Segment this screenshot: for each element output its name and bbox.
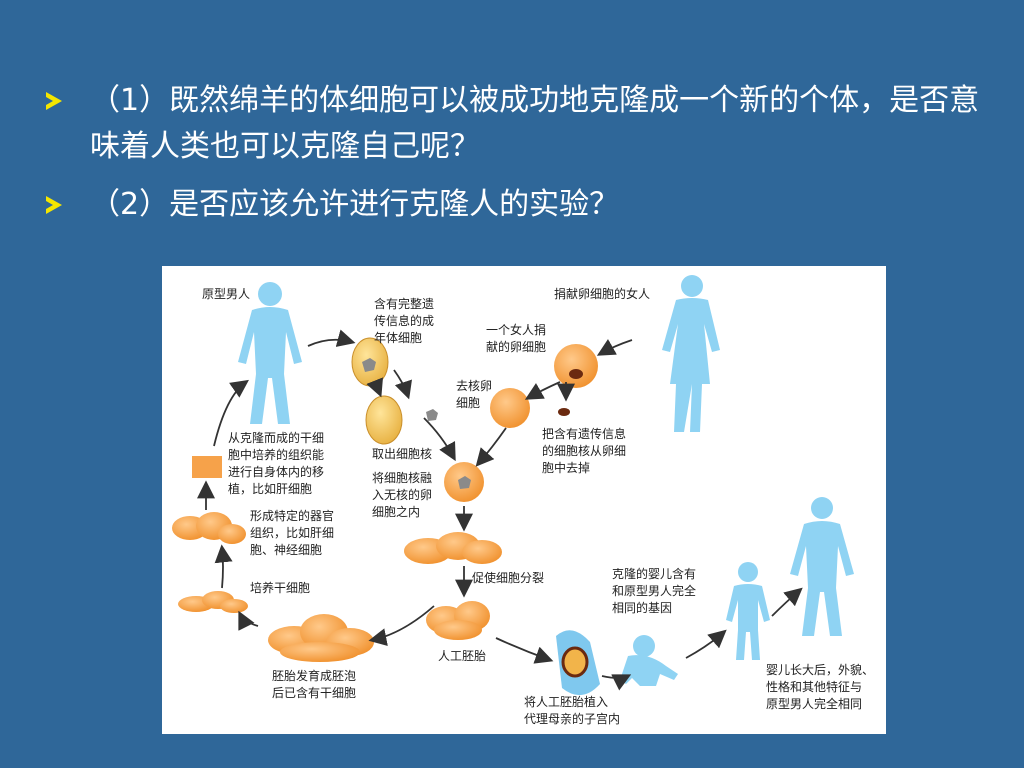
label-donated-egg: 一个女人捐 献的卵细胞 xyxy=(486,323,547,354)
bullet-arrow-icon xyxy=(46,196,62,214)
bullet-item-2: （2）是否应该允许进行克隆人的实验？ xyxy=(46,182,986,228)
label-adult-cell: 含有完整遗 传信息的成 年体细胞 xyxy=(374,297,435,345)
bullet-item-1: （1）既然绵羊的体细胞可以被成功地克隆成一个新的个体，是否意味着人类也可以克隆自… xyxy=(46,78,986,170)
artificial-embryo xyxy=(426,601,490,640)
label-stem-cell-tissue: 从克隆而成的干细 胞中培养的组织能 进行自身体内的移 植，比如肝细胞 xyxy=(228,431,325,496)
blastocyst xyxy=(268,614,374,662)
bullet-arrow-icon xyxy=(46,92,62,110)
label-extract-nucleus: 取出细胞核 xyxy=(372,447,433,461)
dividing-cell-cluster xyxy=(404,532,502,564)
enucleated-egg-cell xyxy=(490,388,570,428)
fused-cell xyxy=(444,462,484,502)
label-original-man: 原型男人 xyxy=(202,287,251,301)
label-cloned-baby: 克隆的婴儿含有 和原型男人完全 相同的基因 xyxy=(612,567,697,615)
label-grown-up: 婴儿长大后，外貌、 性格和其他特征与 原型男人完全相同 xyxy=(766,663,875,711)
surrogate-uterus xyxy=(556,630,600,696)
cell-nucleus-extracted xyxy=(365,395,438,445)
label-remove-nucleus: 把含有遗传信息 的细胞核从卵细 胞中去掉 xyxy=(542,427,627,475)
cloning-diagram: 原型男人 含有完整遗 传信息的成 年体细胞 捐献卵细胞的女人 一个女人捐 献的卵… xyxy=(162,266,886,734)
liver-tissue-block xyxy=(192,456,222,478)
child-figure xyxy=(726,562,770,660)
label-blastocyst: 胚胎发育成胚泡 后已含有干细胞 xyxy=(272,669,357,700)
bullet-list: （1）既然绵羊的体细胞可以被成功地克隆成一个新的个体，是否意味着人类也可以克隆自… xyxy=(46,78,986,240)
flow-arrows xyxy=(197,329,803,691)
label-implant: 将人工胚胎植入 代理母亲的子宫内 xyxy=(524,695,621,726)
donated-egg-cell xyxy=(554,344,598,388)
grown-man-figure xyxy=(790,497,854,636)
original-man-figure xyxy=(238,282,302,424)
cultured-stem-cells xyxy=(178,591,248,613)
label-artificial-embryo: 人工胚胎 xyxy=(438,649,487,663)
adult-body-cell xyxy=(351,337,389,387)
label-enucleated-egg: 去核卵 细胞 xyxy=(456,379,493,410)
bullet-text-2: （2）是否应该允许进行克隆人的实验？ xyxy=(90,187,620,222)
label-fuse-nucleus: 将细胞核融 入无核的卵 细胞之内 xyxy=(372,471,433,519)
donor-woman-figure xyxy=(662,275,720,432)
organ-tissue xyxy=(172,512,246,544)
label-form-organ: 形成特定的器官 组织，比如肝细 胞、神经细胞 xyxy=(250,509,335,557)
label-donor-woman: 捐献卵细胞的女人 xyxy=(554,287,651,301)
diagram-graphics xyxy=(172,275,854,696)
label-promote-division: 促使细胞分裂 xyxy=(472,571,545,585)
bullet-text-1: （1）既然绵羊的体细胞可以被成功地克隆成一个新的个体，是否意味着人类也可以克隆自… xyxy=(90,83,980,164)
cloned-baby-figure xyxy=(620,635,678,686)
label-culture-stem: 培养干细胞 xyxy=(250,581,311,595)
